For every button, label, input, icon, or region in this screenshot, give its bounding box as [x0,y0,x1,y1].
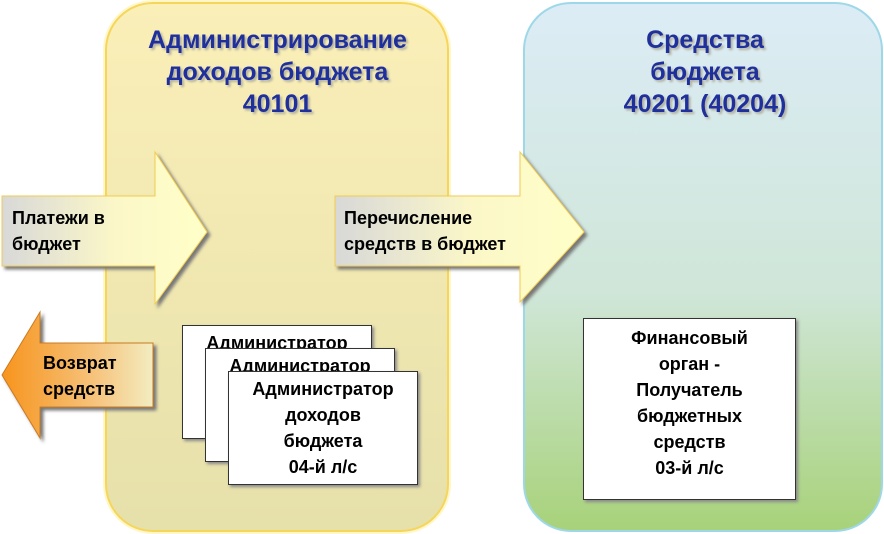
text-line: средств [653,432,726,452]
text-line: Перечисление [344,208,473,228]
title-line: бюджета [650,58,760,86]
text-line: Финансовый [631,328,748,348]
title-line: Администрирование [148,26,407,54]
text-line: 03-й л/с [655,458,724,478]
title-line: Средства [646,26,764,54]
text-line: орган - [658,354,721,374]
transfer-arrow [334,150,585,304]
text-line: 04-й л/с [288,457,358,477]
text-line: Администратор [252,379,394,399]
refund-label: Возврат средств [43,350,117,402]
title-line: 40101 [242,90,313,118]
text-line: Возврат [43,353,117,373]
left-panel-title: Администрирование доходов бюджета 40101 [110,24,445,120]
text-line: Платежи в [12,208,105,228]
finance-authority-document: Финансовый орган - Получатель бюджетных сред… [583,318,796,500]
text-line: бюджета [283,431,363,451]
title-line: доходов бюджета [166,58,389,86]
payments-label: Платежи в бюджет [12,205,105,257]
text-line: бюджетных [636,406,743,426]
payments-arrow [1,150,208,306]
right-panel-title: Средства бюджета 40201 (40204) [560,24,850,120]
text-line: доходов [285,405,361,425]
transfer-label: Перечисление средств в бюджет [344,205,506,257]
text-line: средств в бюджет [344,234,506,254]
text-line: средств [43,379,116,399]
text-line: бюджет [12,234,81,254]
title-line: 40201 (40204) [623,90,787,118]
text-line: Получатель [636,380,743,400]
admin-document-3: Администратор доходов бюджета 04-й л/с [228,371,418,485]
refund-arrow [1,310,154,440]
